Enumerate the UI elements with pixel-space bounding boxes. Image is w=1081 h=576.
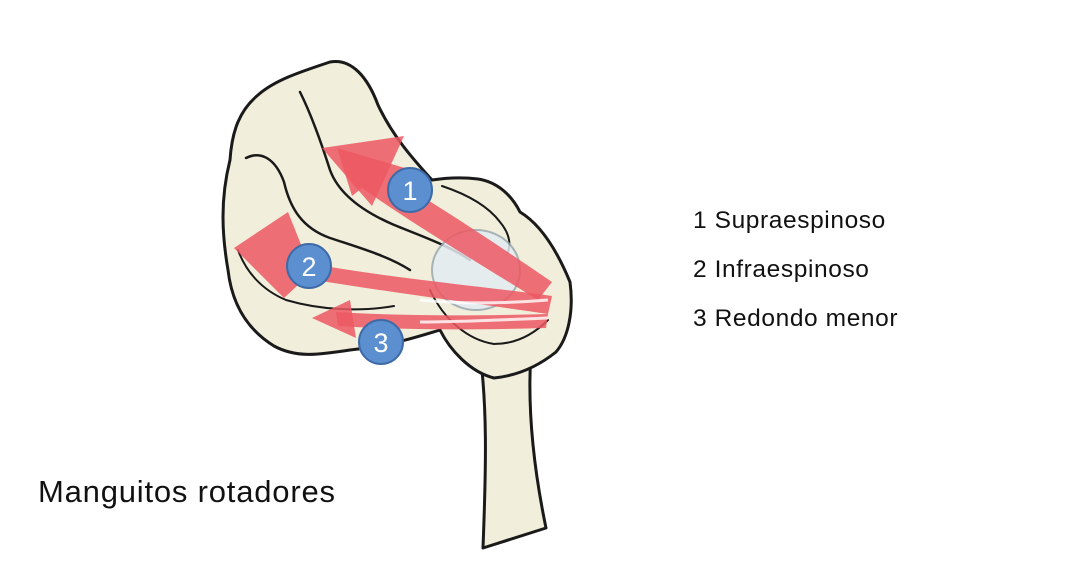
diagram-caption: Manguitos rotadores bbox=[38, 474, 336, 509]
scapula-fossa-contour bbox=[244, 154, 412, 272]
marker-3-label: 3 bbox=[373, 328, 388, 358]
muscle-legend: 1 Supraespinoso 2 Infraespinoso 3 Redond… bbox=[693, 205, 898, 352]
marker-1: 1 bbox=[387, 167, 433, 213]
marker-2: 2 bbox=[286, 243, 332, 289]
tendon-highlight bbox=[419, 298, 549, 305]
humerus-shaft bbox=[476, 338, 548, 550]
marker-2-label: 2 bbox=[301, 252, 316, 282]
legend-item-infraespinoso: 2 Infraespinoso bbox=[693, 256, 870, 283]
marker-3: 3 bbox=[358, 319, 404, 365]
marker-1-label: 1 bbox=[402, 176, 417, 206]
legend-item-supraespinoso: 1 Supraespinoso bbox=[693, 207, 886, 234]
redondo-menor-arrow-head bbox=[312, 300, 356, 338]
tendon-highlight bbox=[419, 316, 549, 324]
scapula-lower-contour bbox=[237, 249, 395, 311]
supraespinoso-arrow-head bbox=[322, 136, 404, 206]
legend-item-redondo-menor: 3 Redondo menor bbox=[693, 305, 899, 332]
scapula-spine-contour bbox=[298, 90, 472, 262]
humeral-neck-contour bbox=[429, 289, 549, 346]
infraespinoso-arrow bbox=[300, 262, 552, 314]
